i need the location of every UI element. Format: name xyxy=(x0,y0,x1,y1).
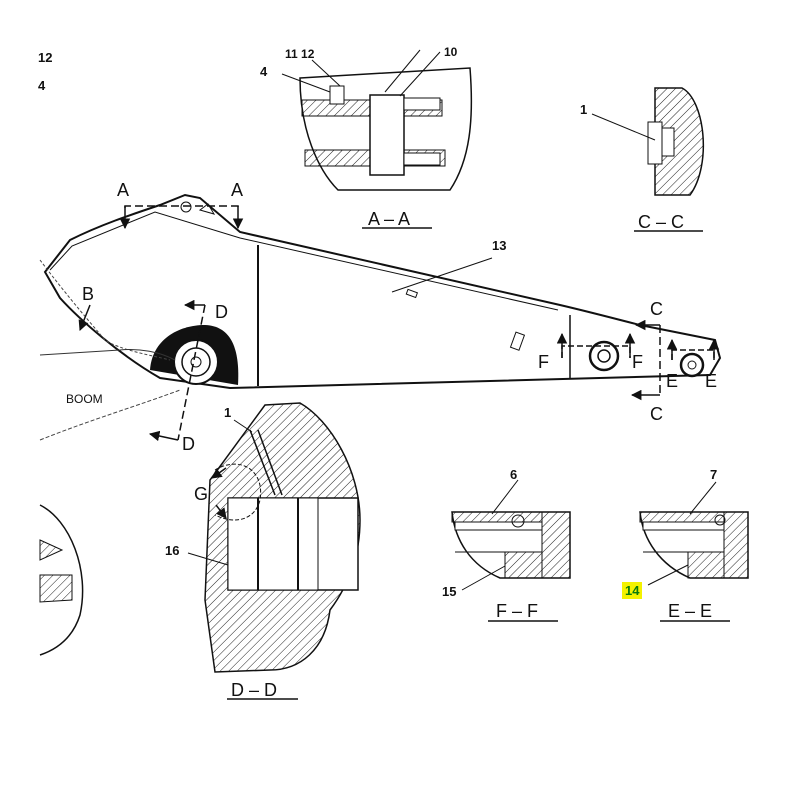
part-number-11-12: 11 12 xyxy=(285,47,315,61)
boom-label: BOOM xyxy=(66,392,103,406)
cut-letter-c-top: C xyxy=(650,299,663,319)
cutting-plane-b xyxy=(78,304,91,331)
cutting-plane-f xyxy=(556,332,636,358)
highlighted-part-number-14: 14 xyxy=(622,582,643,599)
section-title-c-c: C – C xyxy=(638,212,684,232)
section-title-e-e: E – E xyxy=(668,601,712,621)
cut-letter-g: G xyxy=(194,484,208,504)
cut-letter-c-bottom: C xyxy=(650,404,663,424)
corner-label-bottom: 4 xyxy=(38,78,46,93)
cutting-plane-a xyxy=(119,205,244,230)
cut-letter-d-bottom: D xyxy=(182,434,195,454)
cut-letter-a-left: A xyxy=(117,180,129,200)
cut-letter-e-left: E xyxy=(666,371,678,391)
section-d-d xyxy=(187,402,361,700)
section-c-c xyxy=(591,87,705,232)
part-number-15: 15 xyxy=(442,584,456,599)
cut-letter-b: B xyxy=(82,284,94,304)
cut-letter-d-top: D xyxy=(215,302,228,322)
arm-outline xyxy=(39,193,722,441)
section-f-f xyxy=(451,479,571,622)
section-title-f-f: F – F xyxy=(496,601,538,621)
corner-label-top: 12 xyxy=(38,50,53,65)
cutting-plane-c xyxy=(630,319,661,401)
part-number-1-cc: 1 xyxy=(580,102,587,117)
partial-left-view xyxy=(39,504,84,656)
part-number-7: 7 xyxy=(710,467,717,482)
cutting-plane-d xyxy=(148,299,206,442)
part-number-16: 16 xyxy=(165,543,179,558)
section-a-a xyxy=(281,49,473,229)
part-number-10: 10 xyxy=(444,45,458,59)
cut-letter-a-right: A xyxy=(231,180,243,200)
cutting-plane-e xyxy=(666,338,720,360)
part-number-4: 4 xyxy=(260,64,268,79)
section-title-a-a: A – A xyxy=(368,209,410,229)
section-e-e xyxy=(639,481,749,622)
cut-letter-f-right: F xyxy=(632,352,643,372)
cut-letter-f-left: F xyxy=(538,352,549,372)
part-number-1-dd: 1 xyxy=(224,405,231,420)
part-number-6: 6 xyxy=(510,467,517,482)
section-title-d-d: D – D xyxy=(231,680,277,700)
part-number-13: 13 xyxy=(492,238,506,253)
cut-letter-e-right: E xyxy=(705,371,717,391)
